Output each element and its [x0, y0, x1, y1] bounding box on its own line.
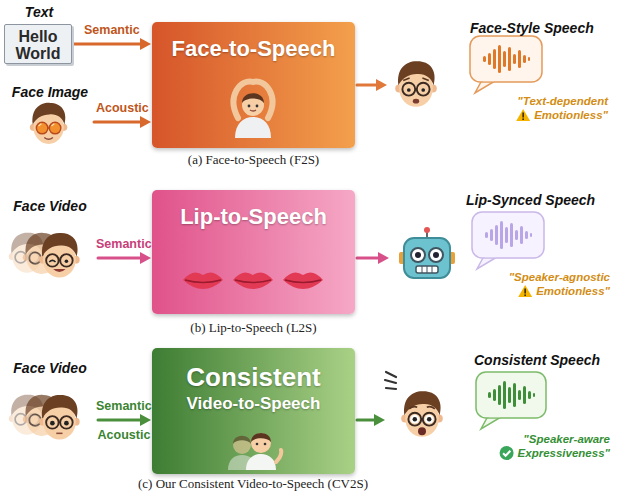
speech-bubble — [472, 212, 544, 269]
output-group: Face-Style Speech "Text-dependent Emotion… — [388, 18, 612, 130]
model-title: Consistent — [152, 362, 355, 392]
warning-icon — [518, 285, 532, 297]
flow-arrow — [357, 79, 387, 91]
edge-label: Semantic — [96, 399, 152, 413]
edge-label: Semantic — [96, 237, 152, 251]
input-heading: Face Image — [8, 84, 92, 100]
person-emoji — [223, 74, 283, 138]
check-icon — [500, 446, 514, 460]
speech-bubble — [470, 36, 542, 93]
subfigure-caption: (a) Face-to-Speech (F2S) — [152, 153, 355, 167]
model-subtitle: Video-to-Speech — [152, 394, 355, 414]
flow-arrow — [357, 252, 389, 264]
input-heading: Face Video — [4, 360, 96, 376]
output-heading: Face-Style Speech — [470, 20, 594, 36]
output-group: Lip-Synced Speech "Speaker-agnostic Emoti… — [390, 192, 614, 308]
face-video-stack — [9, 233, 80, 278]
output-heading: Lip-Synced Speech — [466, 192, 595, 208]
input-heading: Text — [0, 4, 83, 20]
people-emoji — [224, 426, 284, 470]
worried-face-icon — [395, 61, 437, 107]
face-image-icon — [30, 103, 67, 144]
speech-bubble — [476, 372, 546, 429]
output-quote: "Speaker-aware Expressiveness" — [504, 432, 610, 460]
output-heading: Consistent Speech — [474, 352, 600, 368]
text-note-box: TextHello World — [4, 24, 72, 64]
flow-arrow — [98, 252, 151, 264]
model-title: Face-to-Speech — [152, 36, 355, 62]
model-box: Lip-to-Speech — [152, 190, 355, 314]
surprised-face-icon — [401, 391, 443, 437]
subfigure-caption: (b) Lip-to-Speech (L2S) — [152, 321, 355, 335]
model-box: ConsistentVideo-to-Speech — [152, 348, 355, 474]
input-text: Hello World — [7, 28, 69, 62]
face-video-input: Face Video — [4, 360, 96, 460]
output-group: Consistent Speech "Speaker-aware Expressi… — [386, 352, 614, 470]
output-quote: "Speaker-agnostic Emotionless" — [504, 270, 610, 298]
input-heading: Face Video — [4, 198, 96, 214]
robot-icon — [399, 227, 455, 278]
face-video-stack — [9, 395, 80, 440]
lips-emoji — [178, 264, 328, 298]
edge-label: Semantic — [84, 23, 140, 37]
output-quote: "Text-dependent Emotionless" — [504, 94, 608, 122]
flow-arrow — [94, 116, 151, 128]
model-box: Face-to-Speech — [152, 22, 355, 148]
warning-icon — [516, 109, 530, 121]
face-image-input: Face Image — [8, 84, 92, 146]
edge-label: Acoustic — [94, 428, 154, 442]
flow-arrow — [74, 38, 151, 50]
model-title: Lip-to-Speech — [152, 204, 355, 230]
face-video-input: Face Video — [4, 198, 96, 294]
flow-arrow — [98, 414, 151, 426]
flow-arrow — [357, 414, 385, 426]
edge-label: Acoustic — [96, 101, 149, 115]
sound-marks — [385, 372, 396, 389]
subfigure-caption: (c) Our Consistent Video-to-Speech (CV2S… — [53, 477, 453, 491]
